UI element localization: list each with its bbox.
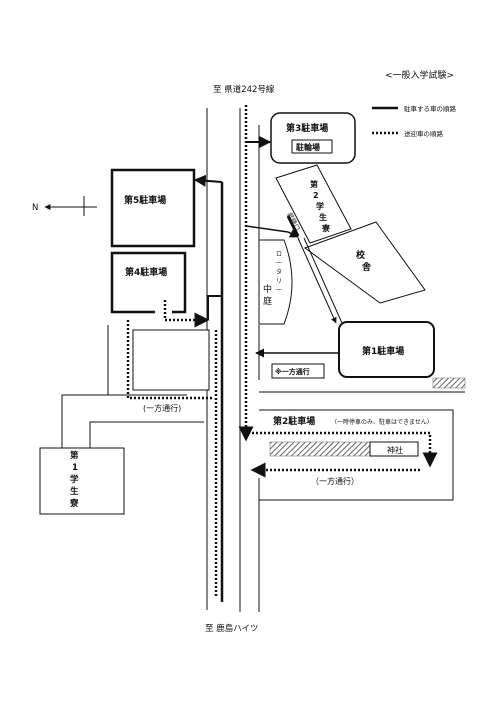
route-to-parking-5 [193, 174, 223, 187]
dorm-2-label: 第 2 学 生 寮 [310, 179, 331, 233]
svg-text:ー: ー [276, 287, 282, 294]
school-label-2: 舎 [362, 261, 372, 273]
svg-text:リ: リ [276, 278, 282, 285]
parking-5-label: 第5駐車場 [124, 194, 166, 206]
svg-text:第: 第 [310, 179, 318, 189]
map-title: <一般入学試験> [385, 69, 454, 81]
north-arrow: N [32, 196, 97, 216]
route-to-parking-1-b [303, 237, 343, 324]
rotary-courtyard [258, 239, 293, 325]
one-way-sign [271, 363, 325, 379]
dropoff-loop-west [126, 320, 212, 400]
legend-dropoff-route-label: 送迎車の順路 [404, 129, 444, 138]
courtyard-label-2: 庭 [263, 295, 272, 307]
open-lot [132, 329, 210, 391]
route-to-parking-1-a [297, 237, 337, 324]
svg-text:学: 学 [70, 474, 79, 485]
svg-text:生: 生 [319, 212, 327, 222]
parking-5 [110, 168, 196, 248]
svg-text:ー: ー [276, 260, 282, 267]
school-label-1: 校 [356, 249, 366, 261]
parking-1 [338, 321, 435, 378]
svg-text:学: 学 [316, 201, 324, 211]
svg-text:タ: タ [276, 268, 282, 276]
dorm-1-label: 第 1 学 生 寮 [69, 450, 79, 509]
rotary-label: ロ ー タ リ ー [276, 251, 282, 294]
north-label: N [32, 203, 38, 213]
parking-4 [110, 251, 187, 314]
one-way-label-east: （一方通行） [311, 476, 359, 486]
route-to-parking-4 [207, 295, 222, 320]
parking-2-note: （一時停車のみ、駐車はできません） [331, 418, 433, 426]
svg-text:寮: 寮 [69, 498, 79, 509]
hatched-area-1 [432, 377, 466, 389]
svg-text:2: 2 [313, 191, 319, 200]
parking-2-label: 第2駐車場 [273, 415, 315, 427]
shrine [369, 441, 419, 457]
parking-1-label: 第1駐車場 [362, 345, 404, 357]
svg-text:ロ: ロ [276, 251, 282, 258]
campus-outline-west [61, 325, 204, 448]
school-building [303, 221, 426, 304]
parking-3 [270, 112, 356, 164]
shrine-label: 神社 [387, 445, 403, 455]
shrine-hatched-area [269, 441, 371, 457]
route-to-rotary [245, 225, 299, 238]
one-way-label-west: (一方通行) [143, 403, 181, 413]
svg-text:第: 第 [70, 450, 79, 461]
route-out-parking-4 [163, 300, 210, 328]
dorm-2 [275, 164, 352, 244]
legend: 駐車する車の順路 送迎車の順路 [372, 104, 457, 138]
parking-3-label: 第3駐車場 [286, 122, 328, 134]
bicycle-parking-label: 駐輪場 [296, 142, 320, 152]
bicycle-parking [291, 139, 333, 154]
dropoff-route-parking-2 [248, 431, 438, 468]
one-way-sign-label: ※一方通行 [275, 367, 310, 376]
road-north-label: 至 県道242号線 [213, 84, 275, 95]
parking-4-label: 第4駐車場 [125, 266, 167, 278]
legend-car-route-label: 駐車する車の順路 [404, 104, 457, 113]
svg-text:生: 生 [70, 486, 79, 497]
road-south-label: 至 鹿島ハイツ [205, 623, 259, 634]
svg-text:1: 1 [72, 463, 78, 473]
courtyard-label-1: 中 [263, 283, 272, 295]
parking-2 [259, 409, 454, 501]
dorm-1 [39, 447, 125, 515]
svg-text:寮: 寮 [321, 223, 331, 233]
